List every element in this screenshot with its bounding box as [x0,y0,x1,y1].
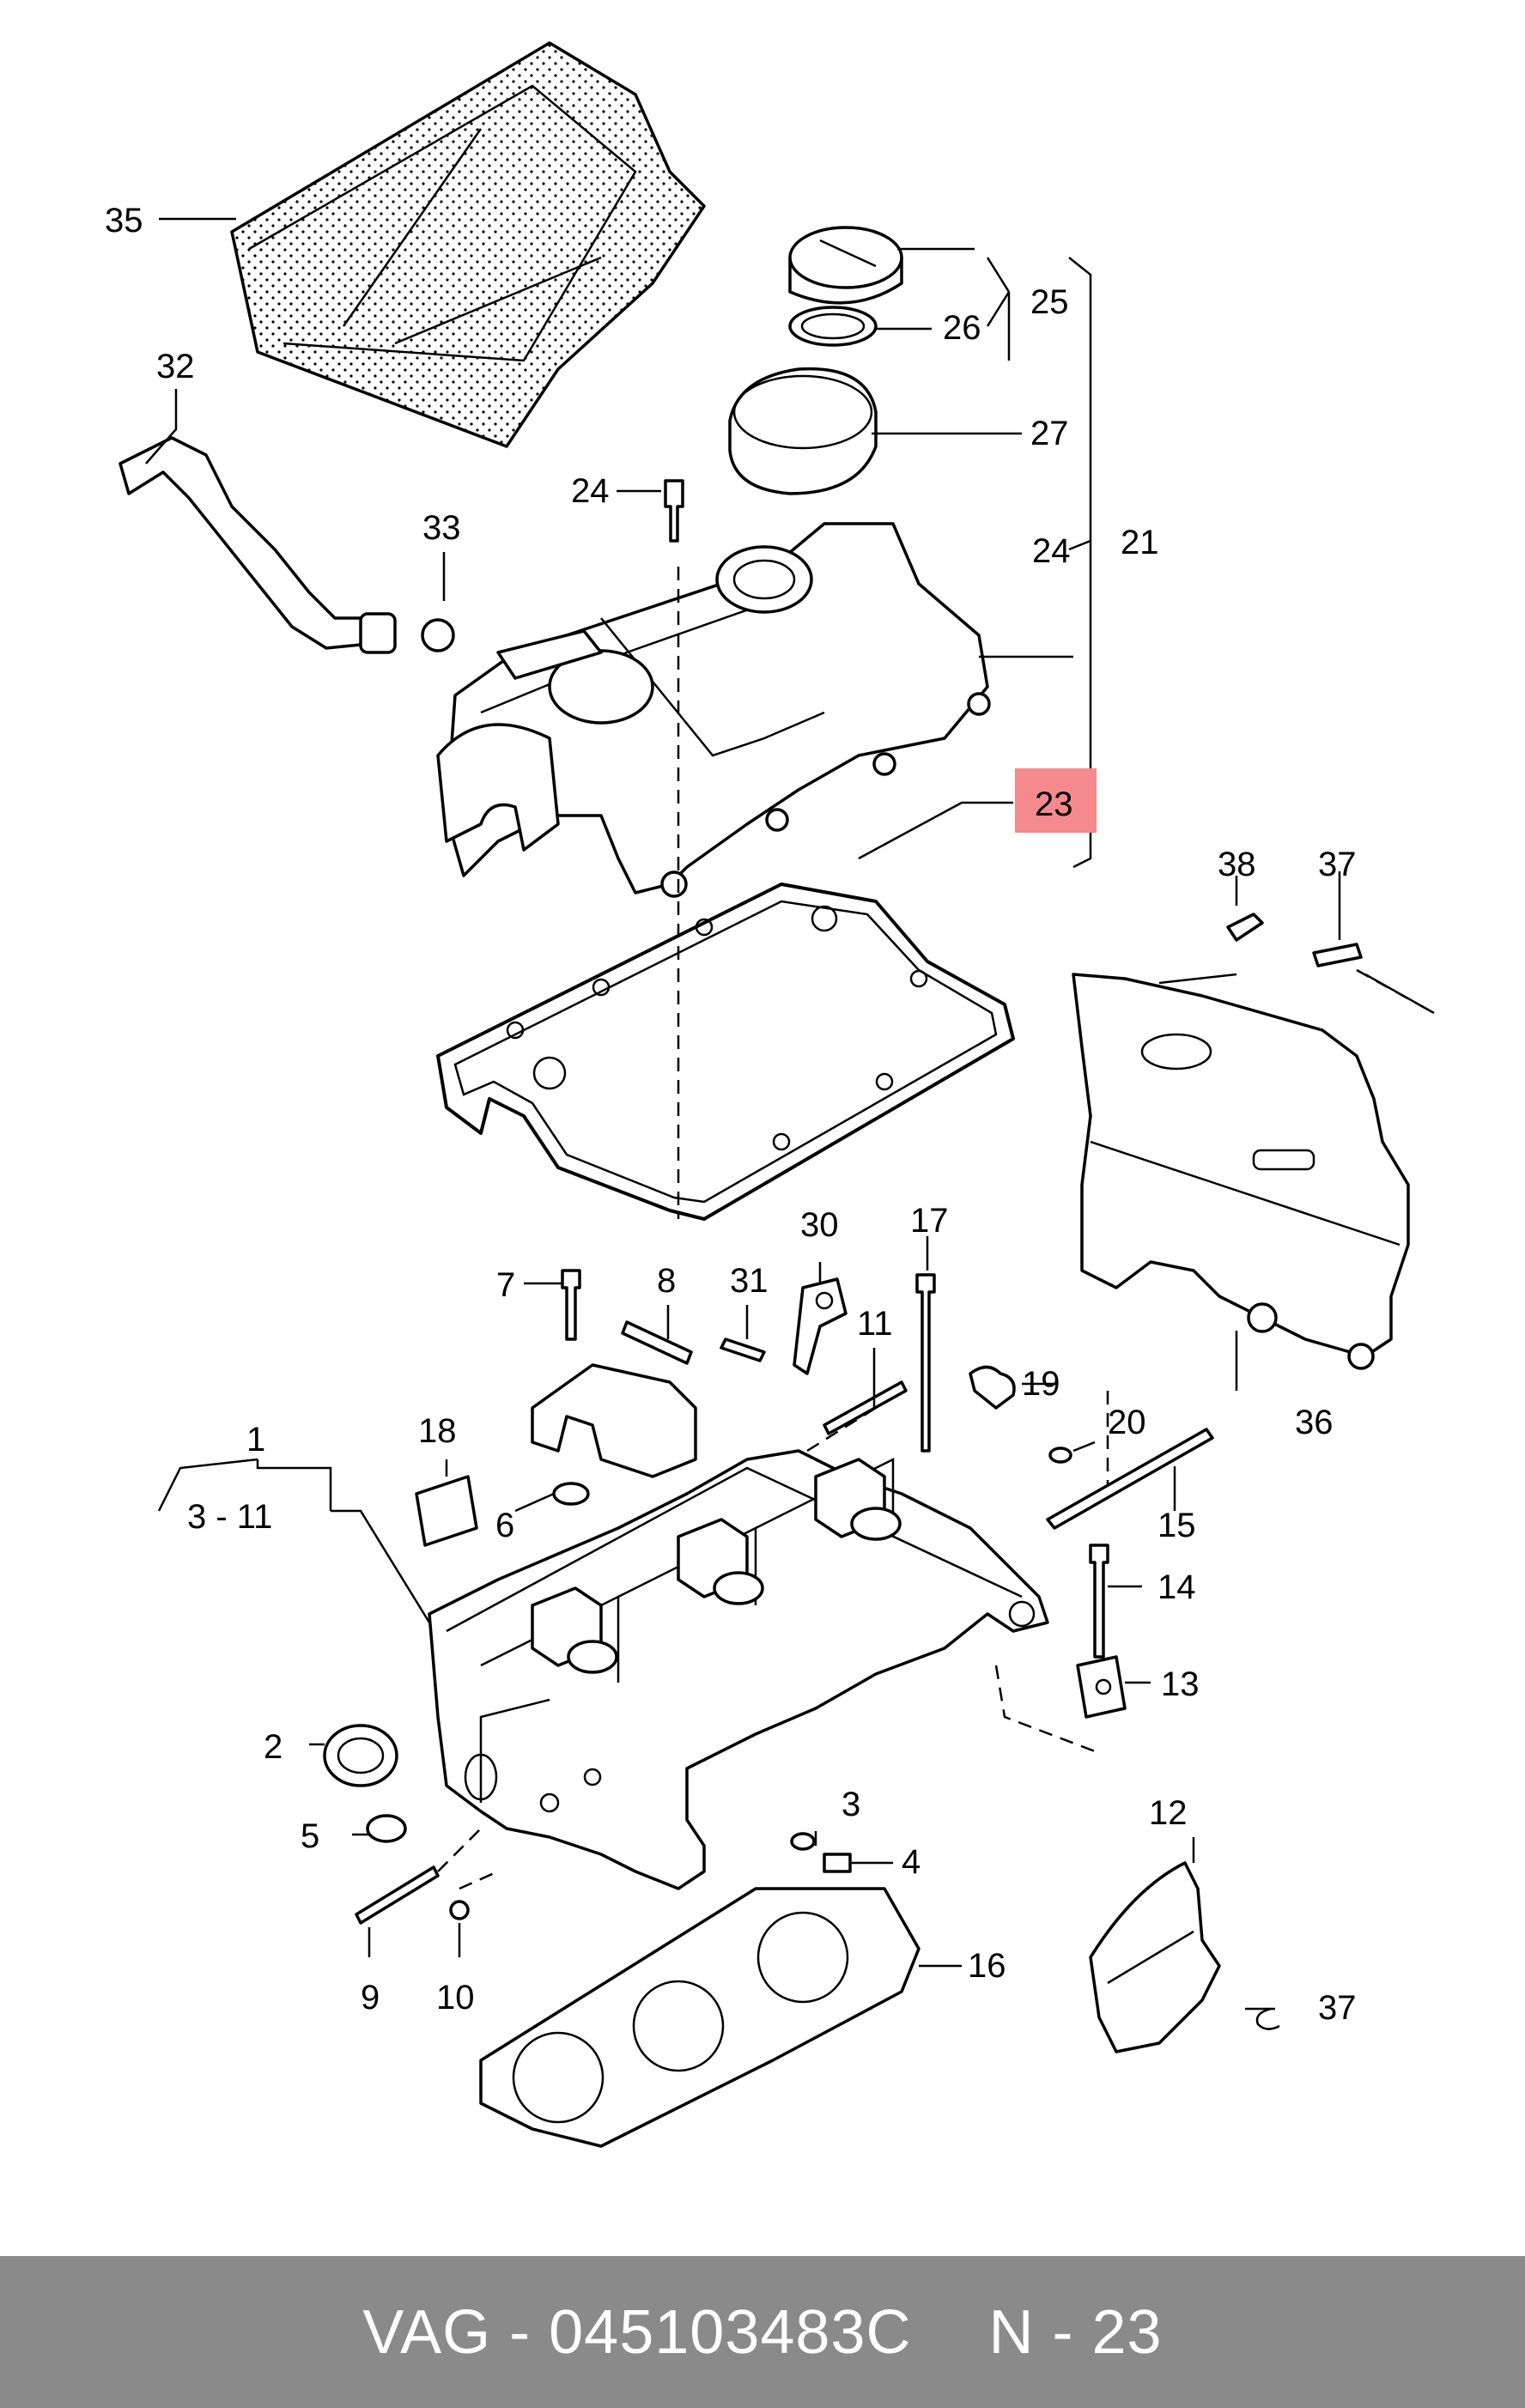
cylinder-head-1 [428,1449,1049,1890]
callout-31: 31 [730,1262,769,1300]
head-gasket-16 [479,1887,920,2148]
callout-3: 3 [841,1786,860,1823]
callout-30: 30 [800,1206,839,1244]
clip-37-bottom [1255,2007,1280,2030]
stud-8 [621,1320,693,1365]
bolt-38 [1226,913,1264,942]
callout-3-11: 3 - 11 [187,1498,272,1536]
callout-9: 9 [361,1979,380,2017]
leader-lines [145,217,1435,2011]
bolt-31 [720,1337,766,1362]
callout-37a: 37 [1318,846,1357,883]
callout-labels: 35 32 24 33 25 26 27 24 21 23 38 37 36 3… [105,202,1357,2027]
bolt-14 [1089,1544,1109,1659]
callout-7: 7 [496,1266,515,1304]
callout-2: 2 [264,1728,283,1766]
washer-3 [790,1832,816,1851]
stud-9 [355,1865,440,1925]
cylinder-head-cover-21 [436,522,991,898]
callout-24b: 24 [1032,532,1071,570]
callout-4: 4 [902,1843,920,1881]
bolt-17 [915,1273,936,1453]
callout-17: 17 [910,1202,949,1240]
callout-23: 23 [1035,785,1073,823]
bolt-7 [561,1269,581,1341]
rod-15 [1046,1428,1214,1530]
callout-38: 38 [1218,846,1256,883]
callout-32: 32 [156,348,195,385]
callout-27: 27 [1030,415,1069,452]
clip-19 [969,1365,1016,1410]
head-cover-gasket-23 [436,883,1015,1221]
breather-hose-32 [118,436,455,654]
sleeve-18 [415,1475,478,1547]
callout-13: 13 [1161,1665,1200,1703]
callout-15: 15 [1157,1507,1196,1544]
callout-20: 20 [1108,1404,1146,1441]
callout-21: 21 [1121,524,1159,561]
bearing-cap [531,1363,697,1478]
part-number: 045103483C [549,2297,912,2367]
callout-36: 36 [1295,1404,1334,1441]
ref-number: 23 [1091,2297,1163,2367]
part-number-footer: VAG - 045103483C N - 23 [0,2256,1525,2408]
callout-11: 11 [857,1305,893,1343]
callout-19: 19 [1022,1365,1060,1403]
brand-label: VAG [362,2297,492,2367]
bracket-30 [793,1277,848,1375]
callout-10: 10 [436,1979,475,2017]
bolt-24 [664,479,684,543]
oil-filler-cap-25 [788,226,903,305]
cover-12 [1089,1861,1221,2053]
callout-26: 26 [943,309,981,347]
footer-separator-2: - [1034,2297,1092,2367]
engine-cover-35 [230,41,706,448]
washer-6 [552,1482,590,1506]
callout-24a: 24 [571,472,610,510]
callout-12: 12 [1149,1794,1188,1832]
callout-35: 35 [105,202,143,240]
bolt-4 [823,1853,852,1873]
seal-ring-26 [788,306,878,347]
ref-prefix: N [988,2297,1035,2367]
seal-2 [323,1724,398,1787]
callout-25: 25 [1030,283,1069,321]
clamp-13 [1076,1655,1127,1719]
exploded-parts-diagram: 35 32 24 33 25 26 27 24 21 23 38 37 36 3… [105,41,1435,2148]
filler-neck-seal-27 [728,367,878,495]
callout-23-highlight [1015,768,1097,833]
callout-16: 16 [968,1947,1006,1985]
callout-6: 6 [495,1507,514,1544]
clip-20 [1048,1447,1072,1464]
plug-5 [366,1814,407,1843]
callout-37b: 37 [1318,1989,1357,2027]
callout-8: 8 [657,1262,676,1300]
callout-5: 5 [301,1817,319,1855]
callout-14: 14 [1157,1568,1196,1606]
callout-18: 18 [418,1412,457,1450]
callout-33: 33 [422,509,461,547]
heat-shield-36 [1072,973,1410,1370]
footer-separator-1: - [491,2297,550,2367]
clip-37-top [1312,943,1363,967]
pin-11 [823,1380,908,1435]
pin-10 [449,1900,470,1920]
callout-1: 1 [246,1421,265,1459]
